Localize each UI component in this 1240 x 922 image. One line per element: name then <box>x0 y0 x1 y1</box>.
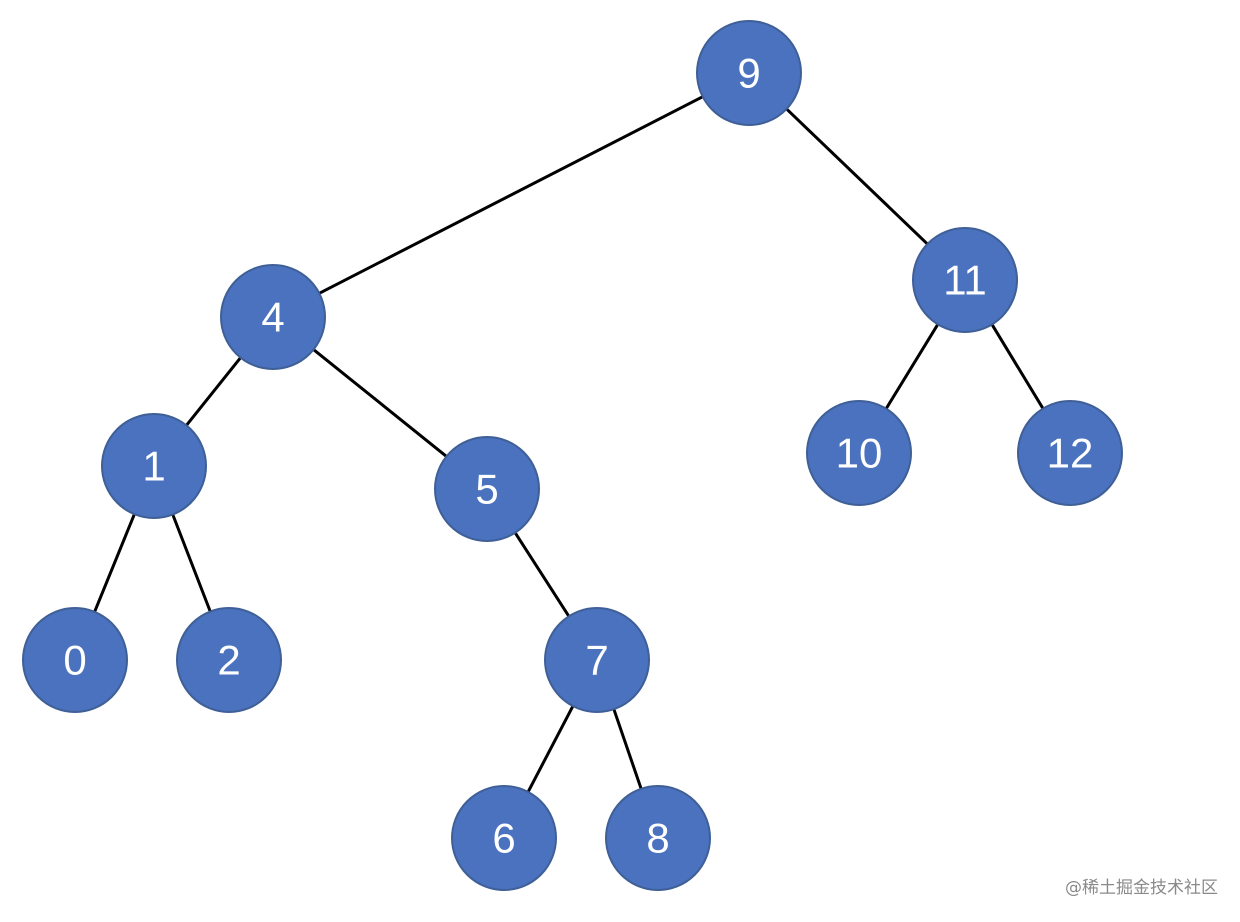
node-label: 0 <box>63 637 86 684</box>
watermark-text: @稀土掘金技术社区 <box>1065 878 1218 898</box>
edge-n1-n2 <box>171 513 212 613</box>
tree-node-10: 10 <box>806 400 912 506</box>
node-label: 4 <box>261 294 284 341</box>
node-circle <box>101 413 207 519</box>
node-circle <box>451 785 557 891</box>
tree-node-5: 5 <box>434 436 540 542</box>
tree-node-1: 1 <box>101 413 207 519</box>
edge-n5-n7 <box>513 531 571 618</box>
tree-node-11: 11 <box>912 227 1018 333</box>
tree-node-2: 2 <box>176 607 282 713</box>
node-label: 1 <box>142 443 165 490</box>
edge-n1-n0 <box>93 512 136 614</box>
tree-node-4: 4 <box>220 264 326 370</box>
node-circle <box>696 20 802 126</box>
tree-node-12: 12 <box>1017 400 1123 506</box>
edge-n9-n11 <box>785 107 929 246</box>
node-circle <box>912 227 1018 333</box>
edge-n11-n12 <box>990 322 1045 411</box>
edge-n7-n8 <box>612 707 643 791</box>
node-circle <box>605 785 711 891</box>
edge-n11-n10 <box>884 322 940 411</box>
node-circle <box>434 436 540 542</box>
node-label: 12 <box>1047 430 1094 477</box>
tree-node-0: 0 <box>22 607 128 713</box>
node-circle <box>1017 400 1123 506</box>
node-circle <box>176 607 282 713</box>
node-label: 11 <box>943 257 987 304</box>
node-label: 2 <box>217 637 240 684</box>
tree-node-6: 6 <box>451 785 557 891</box>
node-circle <box>544 607 650 713</box>
edge-n9-n4 <box>317 95 705 295</box>
edge-n7-n6 <box>526 704 575 794</box>
node-label: 8 <box>646 815 669 862</box>
node-circle <box>220 264 326 370</box>
node-circle <box>22 607 128 713</box>
node-label: 6 <box>492 815 515 862</box>
tree-node-9: 9 <box>696 20 802 126</box>
node-label: 5 <box>475 466 498 513</box>
edge-n4-n5 <box>312 348 448 458</box>
edge-n4-n1 <box>184 356 243 427</box>
node-label: 7 <box>585 637 608 684</box>
node-circle <box>806 400 912 506</box>
edges-layer <box>93 95 1045 794</box>
tree-node-8: 8 <box>605 785 711 891</box>
tree-node-7: 7 <box>544 607 650 713</box>
node-label: 9 <box>737 50 760 97</box>
node-label: 10 <box>836 430 883 477</box>
